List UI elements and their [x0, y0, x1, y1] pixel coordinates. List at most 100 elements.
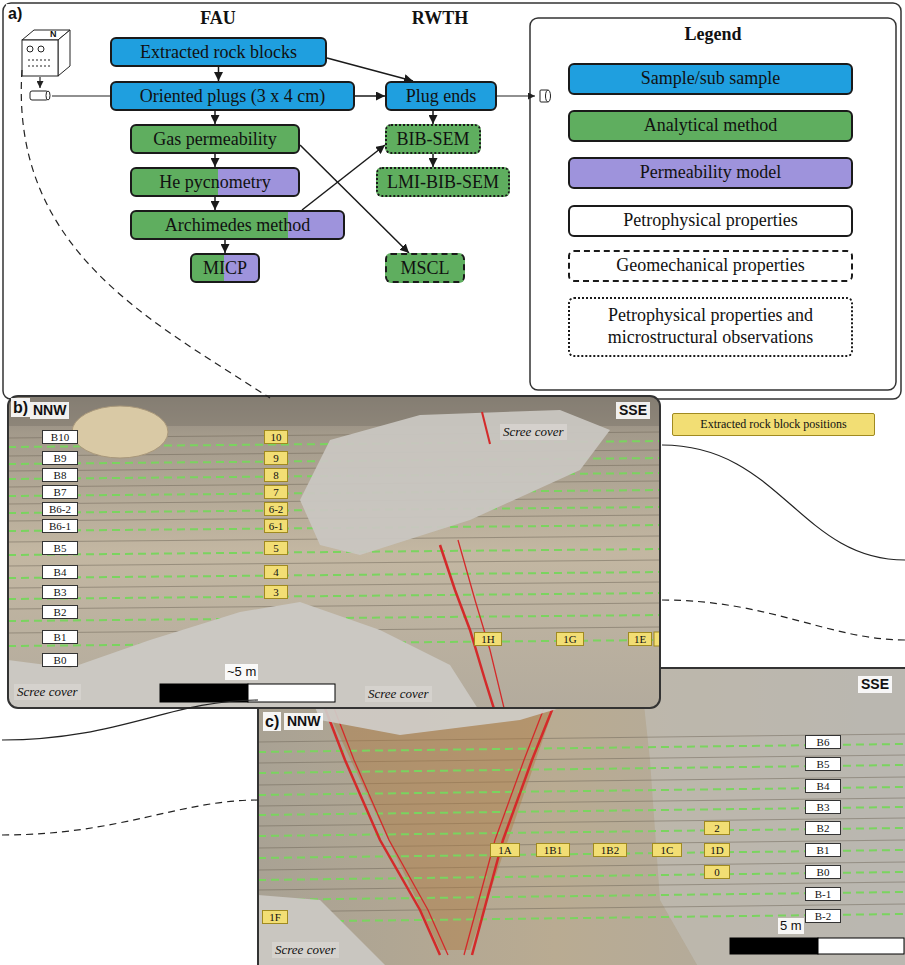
bed-label: B1 [805, 843, 841, 857]
icon-arrow [497, 95, 535, 96]
bed-label: B0 [805, 865, 841, 879]
illustration-part [2, 700, 258, 740]
bed-label: B9 [42, 451, 78, 465]
node-text: LMI-BIB-SEM [387, 172, 499, 193]
legend-text: Extracted rock block positions [700, 417, 846, 431]
illustration-part [530, 18, 896, 390]
connector [214, 154, 216, 167]
block-position: 6-1 [264, 519, 288, 533]
illustration-part [818, 938, 904, 954]
block-position: 1B1 [536, 843, 570, 857]
legend-text: Sample/sub sample [641, 68, 780, 90]
illustration-part [662, 445, 905, 560]
panel-b-frame [8, 396, 660, 708]
bed-label: B3 [42, 585, 78, 599]
illustration-part [248, 684, 335, 702]
block-position: 1F [262, 910, 288, 924]
zoom-curves [2, 70, 905, 835]
bed-label: B0 [42, 653, 78, 667]
method-box: Gas permeability [130, 124, 300, 154]
illustration-part [730, 938, 818, 954]
method-box: BIB-SEM [385, 124, 481, 154]
block-position: 0 [704, 865, 730, 879]
bed-label: B6-2 [42, 502, 78, 516]
illustration-part [440, 412, 505, 708]
block-position: 1C [652, 843, 682, 857]
connector [355, 95, 385, 97]
panel-letter: c) [263, 712, 281, 731]
method-box: MSCL [385, 253, 465, 283]
legend-swatch: Sample/sub sample [568, 63, 853, 95]
bed-label: B2 [42, 605, 78, 619]
method-box: Archimedes method [130, 210, 345, 240]
illustration-part [72, 406, 168, 458]
scale-label: ~5 m [225, 664, 258, 680]
outcrop-photo-b [8, 396, 660, 708]
bed-label: B6 [805, 735, 841, 749]
node-text: Gas permeability [153, 129, 276, 150]
illustration-part [22, 40, 58, 76]
illustration-part [472, 690, 560, 955]
direction-label: SSE [858, 676, 892, 693]
legend-swatch: Permeability model [568, 157, 853, 189]
legend-text: Petrophysical properties [623, 210, 797, 232]
node-text: Extracted rock blocks [140, 42, 297, 63]
scale-label: 5 m [778, 918, 804, 934]
bed-label: B4 [805, 779, 841, 793]
illustration-part [8, 560, 660, 566]
block-position: 4 [264, 565, 288, 579]
direction-label: NNW [284, 713, 323, 730]
outcrop-photo-c [258, 668, 905, 965]
legend-text: Geomechanical properties [616, 255, 804, 277]
north-mark: N [50, 29, 57, 40]
rock-block-icon [22, 30, 70, 76]
connector [224, 240, 226, 253]
block-position: 6-2 [264, 502, 288, 516]
block-position: 1G [556, 632, 584, 646]
illustration-part [464, 690, 551, 955]
block-position: 10 [264, 430, 288, 444]
illustration-part [640, 668, 905, 965]
scale-bar-b [160, 684, 335, 702]
scree-label: Scree cover [272, 942, 339, 958]
block-position: 9 [264, 451, 288, 465]
illustration-part [8, 593, 660, 599]
column-heading: FAU [200, 8, 236, 30]
scree-label: Scree cover [365, 686, 432, 702]
panel-a-frame [3, 3, 901, 399]
method-box: He pycnometry [130, 167, 300, 197]
legend-text: Petrophysical properties and microstruct… [580, 305, 841, 348]
connector [214, 111, 216, 124]
connector [218, 67, 220, 81]
illustration-part [546, 90, 551, 102]
bed-label: B7 [42, 485, 78, 499]
bed-label: B10 [42, 430, 78, 444]
connector [432, 154, 434, 167]
bed-label: B3 [805, 800, 841, 814]
panel-letter: b) [11, 398, 30, 417]
block-position: 1B2 [593, 843, 627, 857]
sample-box: Extracted rock blocks [110, 37, 327, 67]
legend-swatch: Analytical method [568, 110, 853, 142]
bed-label: B-1 [805, 887, 841, 901]
bed-label: B2 [805, 821, 841, 835]
illustration-part [8, 572, 660, 578]
legend-sample: Geomechanical properties [568, 250, 853, 282]
block-position: 1A [490, 843, 520, 857]
legend-text: Permeability model [640, 162, 781, 184]
illustration-part [46, 91, 50, 100]
node-text: He pycnometry [159, 172, 270, 193]
method-box: LMI-BIB-SEM [376, 167, 510, 197]
bed-label: B4 [42, 565, 78, 579]
connector [432, 111, 434, 124]
illustration-part [2, 800, 258, 835]
direction-label: NNW [30, 402, 69, 419]
node-text: Archimedes method [165, 215, 310, 236]
illustration-part [30, 91, 48, 100]
illustration-part [258, 744, 905, 922]
node-text: Plug ends [406, 86, 477, 107]
block-position: 3 [264, 585, 288, 599]
illustration-part [300, 410, 610, 555]
illustration-part [482, 412, 490, 444]
bed-label: B1 [42, 630, 78, 644]
